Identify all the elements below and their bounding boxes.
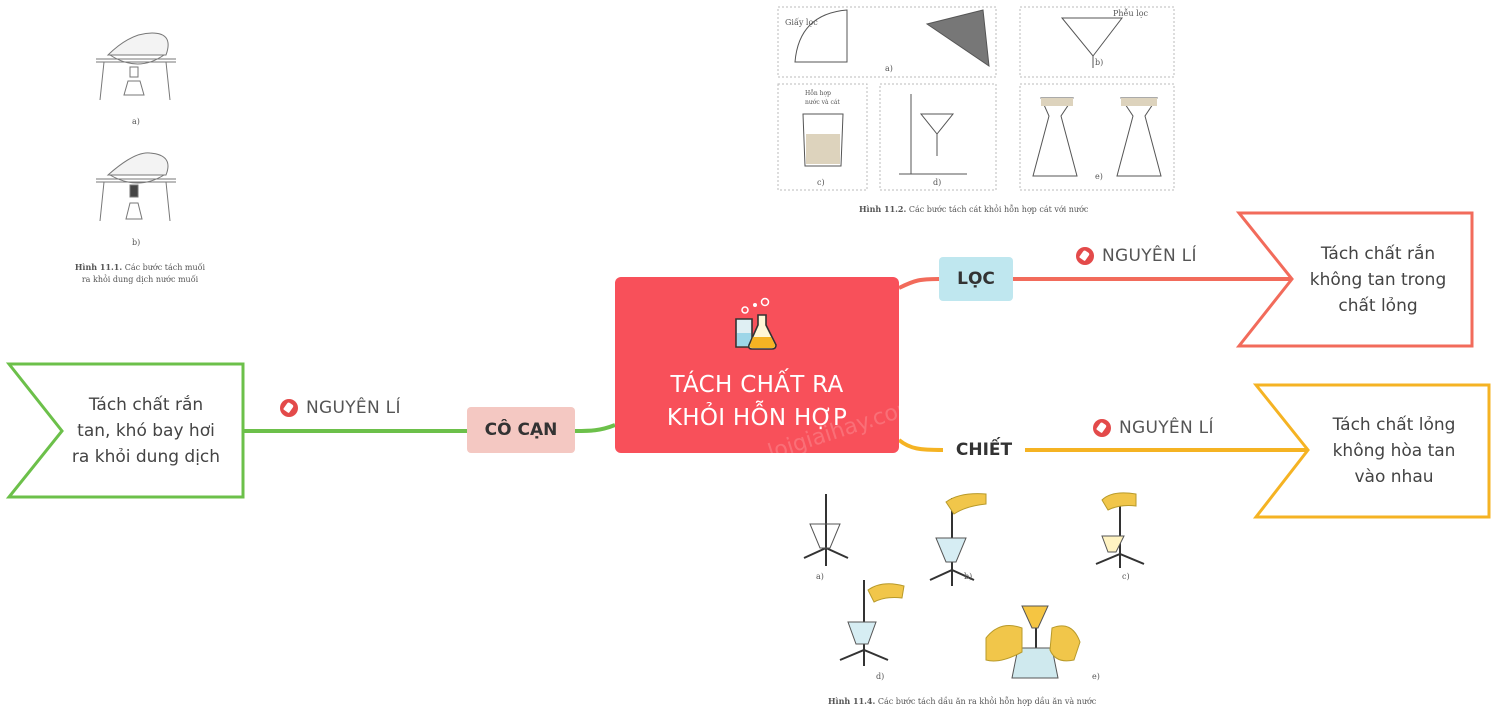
filter-paper-label: Giấy lọc <box>785 18 818 27</box>
caption-text: Các bước tách dầu ăn ra khỏi hỗn hợp dầu… <box>877 697 1097 706</box>
chiet-connector <box>897 438 944 452</box>
branch-loc[interactable]: LỌC <box>939 257 1013 301</box>
figure-extraction: a) b) c) d) e) Hình 11.4. Các bước tách … <box>790 488 1158 708</box>
callout-line: không tan trong <box>1309 270 1447 290</box>
loc-callout-shape <box>1235 211 1474 348</box>
caption-number: Hình 11.1. <box>74 262 123 272</box>
caption-text: Các bước tách muối ra khỏi dung dịch nướ… <box>81 263 206 284</box>
fig-label-d: d) <box>933 178 942 187</box>
principle-text: NGUYÊN LÍ <box>306 398 401 418</box>
fig-label-a: a) <box>132 117 140 126</box>
cocan-principle-label[interactable]: NGUYÊN LÍ <box>280 398 401 418</box>
figure-filtration: Giấy lọc Phễu lọc Hỗn hợp nước và cát a)… <box>777 6 1175 216</box>
branch-cocan[interactable]: CÔ CẠN <box>467 407 575 453</box>
callout-line: Tách chất rắn <box>88 395 204 415</box>
fig-label-e: e) <box>1095 172 1103 181</box>
pin-icon <box>280 399 298 417</box>
filtration-steps-illustration <box>777 6 1175 191</box>
central-title-line-1: TÁCH CHẤT RA <box>670 372 844 398</box>
fig11-4-caption: Hình 11.4. Các bước tách dầu ăn ra khỏi … <box>828 696 1128 706</box>
fig-label-b: b) <box>132 238 141 247</box>
cocan-callout-shape <box>5 362 245 499</box>
funnel-label: Phễu lọc <box>1113 9 1149 18</box>
callout-line: chất lỏng <box>1338 296 1418 316</box>
fig-label-e: e) <box>1092 672 1100 681</box>
fig-label-c: c) <box>817 178 825 187</box>
chemistry-flask-icon <box>735 297 777 350</box>
fig-label-b: b) <box>1095 58 1104 67</box>
callout-line: vào nhau <box>1354 467 1434 487</box>
evaporation-apparatus-illustration <box>96 32 176 222</box>
separatory-funnel-steps-illustration <box>803 492 1145 679</box>
chiet-principle-callout[interactable]: Tách chất lỏng không hòa tan vào nhau <box>1316 412 1472 490</box>
loc-principle-callout[interactable]: Tách chất rắn không tan trong chất lỏng <box>1300 241 1456 319</box>
chiet-callout-shape <box>1252 383 1491 519</box>
central-topic[interactable]: TÁCH CHẤT RA KHỎI HỖN HỢP loigiaihay.com <box>615 277 922 466</box>
callout-line: ra khỏi dung dịch <box>71 447 221 467</box>
fig-label-a: a) <box>885 64 893 73</box>
cocan-principle-callout[interactable]: Tách chất rắn tan, khó bay hơi ra khỏi d… <box>64 392 228 470</box>
figure-evaporation: a) b) Hình 11.1. Các bước tách muối ra k… <box>75 25 220 305</box>
callout-line: Tách chất lỏng <box>1332 415 1456 435</box>
loc-principle-label[interactable]: NGUYÊN LÍ <box>1076 246 1197 266</box>
fig-label-a: a) <box>816 572 824 581</box>
central-title-line-2: KHỎI HỖN HỢP <box>666 405 848 431</box>
mixture-label: Hỗn hợp nước và cát <box>805 90 840 106</box>
caption-text: Các bước tách cát khỏi hỗn hợp cát với n… <box>908 205 1089 214</box>
fig-label-b: b) <box>964 572 973 581</box>
fig-label-d: d) <box>876 672 885 681</box>
fig11-2-caption: Hình 11.2. Các bước tách cát khỏi hỗn hợ… <box>859 204 1139 214</box>
caption-number: Hình 11.2. <box>859 204 907 214</box>
fig-label-c: c) <box>1122 572 1130 581</box>
principle-text: NGUYÊN LÍ <box>1102 246 1197 266</box>
callout-line: tan, khó bay hơi <box>77 421 215 441</box>
loc-connector <box>898 277 940 290</box>
branch-chiet[interactable]: CHIẾT <box>943 430 1025 470</box>
pin-icon <box>1076 247 1094 265</box>
fig11-1-caption: Hình 11.1. Các bước tách muối ra khỏi du… <box>70 261 210 286</box>
cocan-connector <box>574 423 616 433</box>
callout-line: Tách chất rắn <box>1320 244 1436 264</box>
caption-number: Hình 11.4. <box>828 696 876 706</box>
callout-line: không hòa tan <box>1332 441 1456 461</box>
chiet-principle-label[interactable]: NGUYÊN LÍ <box>1093 418 1214 438</box>
pin-icon <box>1093 419 1111 437</box>
principle-text: NGUYÊN LÍ <box>1119 418 1214 438</box>
